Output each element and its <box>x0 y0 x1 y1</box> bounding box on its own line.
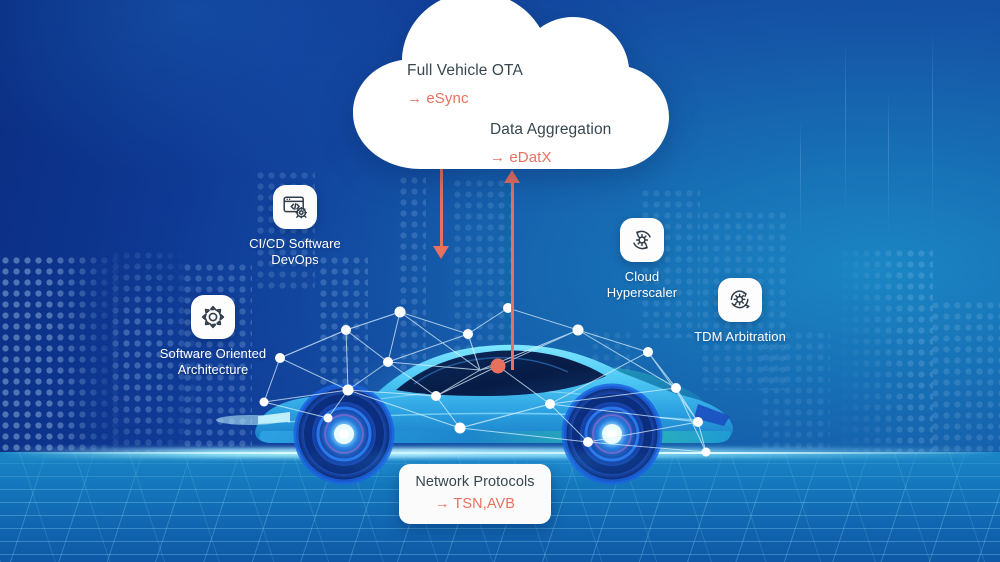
gear-orbit-icon <box>718 278 762 322</box>
feature-hyperscaler[interactable]: Cloud Hyperscaler <box>557 218 727 301</box>
connected-car-illustration <box>216 300 748 485</box>
dot-matrix-pattern <box>398 175 426 375</box>
downlink-arrow-head <box>433 246 449 259</box>
dot-matrix-pattern <box>452 178 512 358</box>
uplink-arrow-line <box>511 182 514 370</box>
feature-label-cicd: CI/CD Software DevOps <box>249 236 341 267</box>
gear-refresh-icon <box>620 218 664 262</box>
cloud-item-product-1: → eDatX <box>490 149 552 166</box>
dot-matrix-pattern <box>760 330 830 450</box>
feature-label-soa: Software Oriented Architecture <box>159 346 267 377</box>
dot-matrix-pattern <box>110 250 195 465</box>
feature-label-hyperscaler: Cloud Hyperscaler <box>606 269 678 300</box>
cloud-item-product-0: → eSync <box>407 90 469 107</box>
feature-cicd[interactable]: CI/CD Software DevOps <box>210 185 380 268</box>
vehicle-uplink-node <box>490 358 506 374</box>
network-protocols-title: Network Protocols <box>415 474 535 490</box>
feature-soa[interactable]: Software Oriented Architecture <box>128 295 298 378</box>
downlink-arrow-line <box>440 128 443 248</box>
perspective-floor <box>0 452 1000 562</box>
network-protocols-card[interactable]: Network Protocols → TSN,AVB <box>399 464 551 524</box>
dot-matrix-pattern <box>0 255 125 460</box>
dot-matrix-pattern <box>640 188 700 338</box>
circuit-line <box>932 30 933 240</box>
uplink-arrow-head <box>504 170 520 183</box>
circuit-line <box>888 90 889 240</box>
circuit-line <box>845 40 846 220</box>
horizon-line <box>0 452 1000 454</box>
network-protocols-product: → TSN,AVB <box>434 496 516 512</box>
cloud-item-title-0: Full Vehicle OTA <box>407 62 523 79</box>
feature-tdm[interactable]: TDM Arbitration <box>655 278 825 345</box>
dot-matrix-pattern <box>828 248 933 478</box>
code-window-gear-icon <box>273 185 317 229</box>
circuit-line <box>800 120 801 240</box>
cloud-shape: Full Vehicle OTA → eSync Data Aggregatio… <box>325 0 675 189</box>
cloud-item-title-1: Data Aggregation <box>490 121 612 138</box>
feature-label-tdm: TDM Arbitration <box>694 329 786 344</box>
gear-icon <box>191 295 235 339</box>
